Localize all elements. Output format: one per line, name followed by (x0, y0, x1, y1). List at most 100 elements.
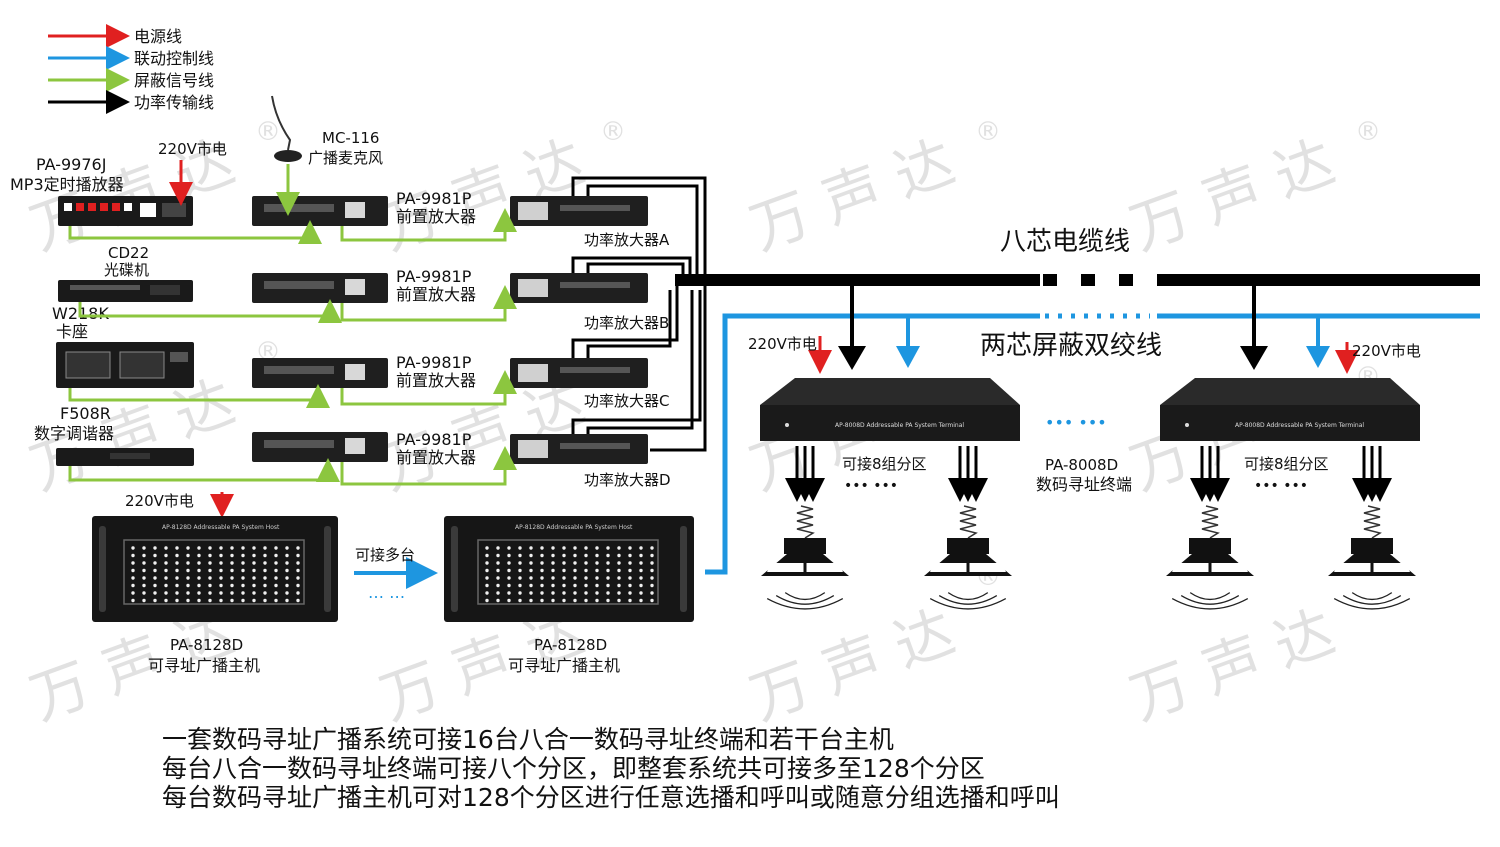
host-key (164, 598, 168, 603)
host-key (241, 583, 245, 588)
host-key (219, 561, 223, 565)
host-key (175, 576, 179, 580)
host-key (153, 561, 157, 565)
host-key (485, 561, 489, 565)
host-key (131, 576, 135, 580)
speaker (1166, 505, 1254, 610)
amp-d: 功率放大器D (510, 434, 671, 489)
host-key (518, 591, 522, 595)
host-key (485, 598, 489, 603)
note-line: 每台数码寻址广播主机可对128个分区进行任意选播和呼叫或随意分组选播和呼叫 (162, 783, 1060, 812)
host-key (164, 591, 168, 595)
amp-name: 功率放大器B (584, 314, 669, 332)
host-key (208, 576, 212, 580)
host-key (142, 591, 146, 595)
host-key (153, 553, 157, 558)
host-key (540, 568, 544, 573)
host-key (496, 546, 500, 550)
host-key (131, 591, 135, 595)
host-key (142, 561, 146, 565)
preamp-a: PA-9981P 前置放大器 (252, 189, 476, 226)
host-key (252, 591, 256, 595)
note-line: 一套数码寻址广播系统可接16台八合一数码寻址终端和若干台主机 (162, 725, 894, 754)
host-key (164, 546, 168, 550)
host-key (617, 561, 621, 565)
host-key (230, 561, 234, 565)
host-key (197, 561, 201, 565)
host-key (186, 591, 190, 595)
host-key (507, 583, 511, 588)
host-key (562, 568, 566, 573)
mains-label: 220V市电 (125, 492, 194, 510)
host-key (584, 598, 588, 603)
host-key (252, 553, 256, 558)
host-key (562, 583, 566, 588)
host-key (496, 598, 500, 603)
host-key (617, 591, 621, 595)
host-key (518, 561, 522, 565)
host-key (153, 568, 157, 573)
watermark-text: 万 声 达 (742, 597, 963, 733)
host-key (131, 598, 135, 603)
preamp-name: 前置放大器 (396, 285, 476, 304)
trunk-drops (838, 286, 1330, 370)
host-key (507, 553, 511, 558)
host-key (142, 583, 146, 588)
host-key (131, 546, 135, 550)
host-key (208, 561, 212, 565)
note-line: 每台八合一数码寻址终端可接八个分区，即整套系统共可接多至128个分区 (162, 754, 985, 783)
host-key (241, 568, 245, 573)
host-key (639, 598, 643, 603)
host-key (274, 553, 278, 558)
host-key (285, 583, 289, 588)
mp3-model: PA-9976J (36, 155, 106, 174)
host-key (252, 546, 256, 550)
host-key (285, 576, 289, 580)
host-key (208, 568, 212, 573)
host-key (263, 546, 267, 550)
host-key (639, 553, 643, 558)
host-key (540, 598, 544, 603)
tuner-model: F508R (60, 404, 111, 423)
host-key (584, 568, 588, 573)
host-key (595, 591, 599, 595)
amp-a: 功率放大器A (510, 196, 670, 249)
amp-name: 功率放大器A (584, 231, 670, 249)
registered-mark: ® (1355, 117, 1381, 147)
registered-mark: ® (600, 117, 626, 147)
host-key (507, 546, 511, 550)
registered-mark: ® (255, 117, 281, 147)
host-key (529, 583, 533, 588)
host-key (507, 568, 511, 573)
host-key (562, 546, 566, 550)
host-key (230, 598, 234, 603)
cable-dash (1119, 274, 1133, 286)
preamp-model: PA-9981P (396, 430, 472, 449)
host-key (131, 583, 135, 588)
host-key (263, 598, 267, 603)
host-key (186, 553, 190, 558)
host-key (496, 568, 500, 573)
host-key (208, 553, 212, 558)
host-key (606, 583, 610, 588)
host-key (518, 546, 522, 550)
host-key (153, 591, 157, 595)
host-key (274, 561, 278, 565)
host-key (263, 553, 267, 558)
host-name: 可寻址广播主机 (148, 656, 260, 675)
host-key (595, 568, 599, 573)
host-key (518, 553, 522, 558)
host-key (551, 561, 555, 565)
host-unit-1: AP-8128D Addressable PA System Host PA-8… (92, 516, 338, 675)
host-key (485, 568, 489, 573)
host-key (639, 561, 643, 565)
host-key (595, 583, 599, 588)
mic-model: MC-116 (322, 129, 379, 147)
legend-label: 功率传输线 (134, 93, 214, 112)
terminal-panel-text: AP-8008D Addressable PA System Terminal (835, 422, 964, 429)
host-key (540, 553, 544, 558)
preamp-c: PA-9981P 前置放大器 (252, 353, 476, 390)
cd-player: CD22 光碟机 (58, 244, 193, 302)
host-key (562, 598, 566, 603)
